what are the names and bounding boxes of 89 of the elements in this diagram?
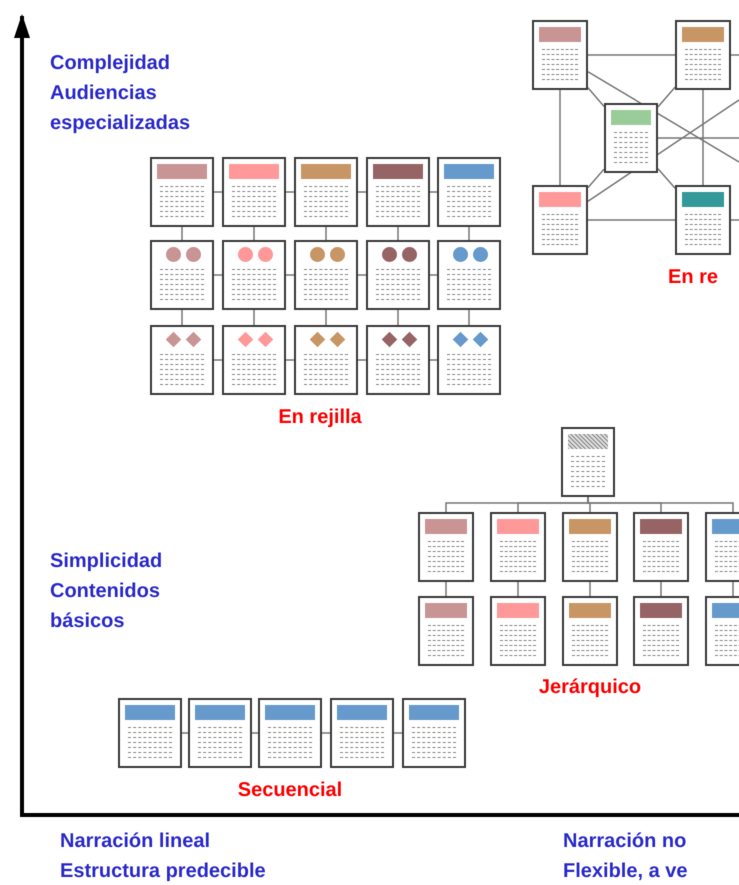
connector-line [286,274,294,276]
connector-line [214,191,222,193]
connector-line [517,582,519,596]
page-icon [366,157,430,227]
connector-line [588,71,739,163]
axis-label: Flexible, a ve [563,859,688,884]
connector-line [214,359,222,361]
connector-line [397,227,399,240]
connector-line [182,732,188,734]
axis-label: Complejidad [50,51,170,76]
page-icon [118,698,182,768]
page-icon [633,512,689,582]
connector-line [286,191,294,193]
connector-line [358,359,366,361]
structure-title: Secuencial [236,778,344,803]
structure-title: En re [668,265,720,290]
page-icon [418,596,474,666]
connector-line [394,732,402,734]
connector-line [445,582,447,596]
connector-line [732,582,734,596]
page-icon [418,512,474,582]
connector-line [325,310,327,325]
page-icon [561,427,615,497]
connector-line [252,732,258,734]
page-icon [437,325,501,395]
connector-line [657,86,676,108]
page-icon [402,698,466,768]
connector-line [397,310,399,325]
connector-line [657,168,676,189]
page-icon [532,20,588,90]
axis-label: Narración lineal [60,829,210,854]
connector-line [658,137,739,139]
page-icon [490,596,546,666]
page-icon [562,596,618,666]
connector-line [214,274,222,276]
page-icon [366,325,430,395]
page-icon [294,240,358,310]
page-icon [294,157,358,227]
page-icon [562,512,618,582]
page-icon [188,698,252,768]
page-icon [437,240,501,310]
connector-line [253,227,255,240]
connector-line [181,227,183,240]
connector-line [322,732,330,734]
connector-line [660,582,662,596]
page-icon [222,157,286,227]
axis-label: Estructura predecible [60,859,266,884]
page-icon [150,325,214,395]
page-icon [366,240,430,310]
page-icon [633,596,689,666]
connector-line [325,227,327,240]
connector-line [430,359,437,361]
connector-line [286,359,294,361]
page-icon [330,698,394,768]
axis-label: Audiencias especializadas [50,81,192,136]
connector-line [587,87,605,107]
page-icon [222,325,286,395]
page-icon [294,325,358,395]
page-icon [150,157,214,227]
connector-line [731,219,739,221]
connector-line [588,54,675,56]
connector-line [253,310,255,325]
connector-line [358,274,366,276]
connector-line [358,191,366,193]
connector-line [731,54,739,56]
connector-line [468,227,470,240]
page-icon [532,185,588,255]
structure-title: En rejilla [277,405,363,430]
connector-line [468,310,470,325]
connector-line [588,219,675,221]
page-icon [675,20,731,90]
connector-line [589,582,591,596]
connector-line [430,274,437,276]
connector-line [702,90,704,185]
axis-label: Narración no [563,829,686,854]
connector-line [181,310,183,325]
structure-title: Jerárquico [538,675,642,700]
page-icon [604,103,658,173]
connector-line [587,168,605,188]
page-icon [437,157,501,227]
page-icon [150,240,214,310]
axis-label: Simplicidad [50,549,162,574]
page-icon [675,185,731,255]
page-icon [490,512,546,582]
connector-line [559,90,561,185]
axis-label: Contenidos básicos [50,579,161,634]
connector-line [430,191,437,193]
page-icon [222,240,286,310]
page-icon [258,698,322,768]
